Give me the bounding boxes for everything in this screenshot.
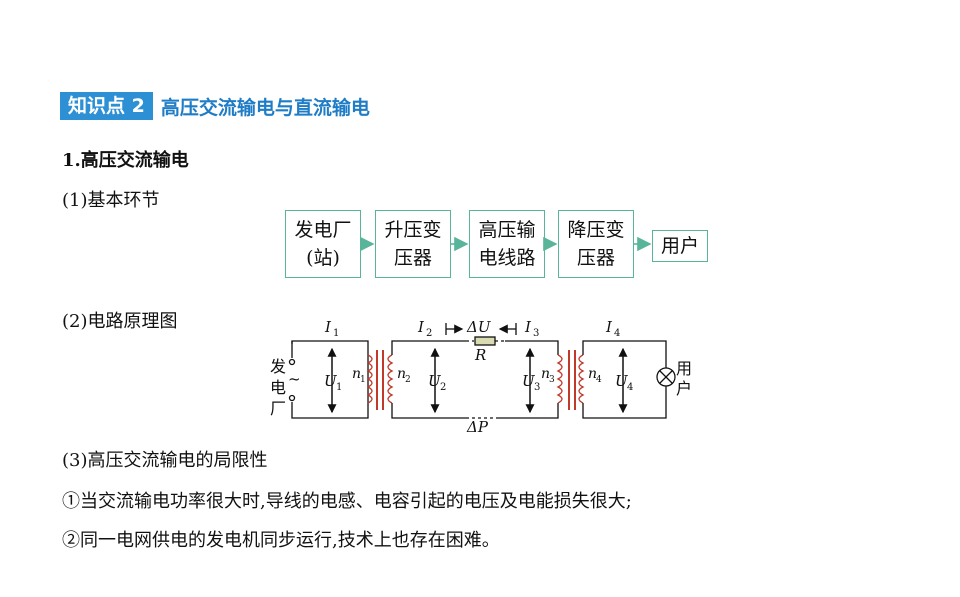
flow-step-user: 用户 <box>652 230 708 262</box>
coil-n2 <box>387 354 394 404</box>
coil-sub: 4 <box>596 375 602 385</box>
coil-n3 <box>556 354 563 404</box>
flow-step-line1: 高压输 <box>478 219 536 241</box>
limitation-note: ①当交流输电功率很大时,导线的电感、电容引起的电压及电能损失很大; <box>62 491 632 512</box>
current-label-i3: I <box>524 318 532 336</box>
limitation-note: ②同一电网供电的发电机同步运行,技术上也存在困难。 <box>62 530 500 551</box>
voltage-label-u1: U <box>324 372 338 390</box>
voltage-label-u2: U <box>428 372 442 390</box>
delta-p-label: ΔP <box>466 418 489 436</box>
coil-n4 <box>578 354 585 404</box>
flow-step-power-plant: 发电厂 (站) <box>285 210 361 278</box>
coil-n1 <box>366 354 373 404</box>
current-sub: 3 <box>533 328 539 339</box>
source-label-char: 发 <box>270 357 286 376</box>
source-label-char: 厂 <box>270 399 286 418</box>
circuit-diagram <box>288 323 676 419</box>
section-heading: 知识点 2 高压交流输电与直流输电 <box>60 92 370 120</box>
flow-step-line1: 用户 <box>660 235 699 257</box>
current-sub: 1 <box>333 328 339 339</box>
line-wire <box>391 403 466 419</box>
voltage-sub: 3 <box>534 382 540 393</box>
flow-step-line1: 升压变 <box>384 219 442 241</box>
current-label-i2: I <box>417 318 425 336</box>
coil-label-n1: n <box>352 366 361 382</box>
knowledge-point-badge: 知识点 2 <box>60 92 153 120</box>
flow-step-line2: 电线路 <box>478 247 536 269</box>
line-wire <box>391 340 466 355</box>
coil-label-n4: n <box>588 366 597 382</box>
coil-sub: 1 <box>360 375 366 385</box>
load-wire <box>582 386 667 419</box>
voltage-label-u3: U <box>522 372 536 390</box>
resistor-label: R <box>474 346 486 364</box>
load-label-char: 用 <box>676 359 692 378</box>
lamp-icon <box>656 367 676 387</box>
flow-step-line1: 发电厂 <box>294 219 352 241</box>
load-label-char: 户 <box>676 379 692 398</box>
current-label-i4: I <box>605 318 613 336</box>
coil-sub: 3 <box>549 375 555 385</box>
source-terminal <box>288 394 296 402</box>
delta-u-label: ΔU <box>466 318 492 336</box>
resistor-r <box>474 336 496 346</box>
current-label-i1: I <box>324 318 332 336</box>
section-title: 1.高压交流输电 <box>62 150 189 171</box>
line-wire <box>496 403 559 419</box>
flow-step-line2: 压器 <box>576 247 615 269</box>
voltage-label-u4: U <box>615 372 629 390</box>
coil-label-n3: n <box>541 366 550 382</box>
lamp-icon-cross <box>659 370 673 384</box>
load-wire <box>582 340 667 368</box>
line-wire <box>505 340 559 355</box>
flow-step-step-down-transformer: 降压变 压器 <box>558 210 634 278</box>
coil-label-n2: n <box>397 366 406 382</box>
sub-title-basic-steps: (1)基本环节 <box>62 190 160 211</box>
voltage-sub: 4 <box>627 382 633 393</box>
current-sub: 4 <box>614 328 620 339</box>
sub-title-limitations: (3)高压交流输电的局限性 <box>62 450 268 471</box>
coil-sub: 2 <box>405 375 411 385</box>
source-terminal <box>288 358 296 366</box>
circuit-labels: 发 电 厂 ~ I 1 I 2 I 3 I 4 U 1 U 2 U 3 U 4 … <box>270 318 692 436</box>
flow-step-transmission-line: 高压输 电线路 <box>469 210 545 278</box>
voltage-sub: 1 <box>336 382 342 393</box>
flow-step-line2: 压器 <box>393 247 432 269</box>
sub-title-circuit-diagram: (2)电路原理图 <box>62 311 178 332</box>
source-label-char: 电 <box>270 378 286 397</box>
ac-symbol: ~ <box>288 370 301 388</box>
flow-step-line1: 降压变 <box>567 219 625 241</box>
current-sub: 2 <box>426 328 432 339</box>
flow-step-step-up-transformer: 升压变 压器 <box>375 210 451 278</box>
voltage-sub: 2 <box>440 382 446 393</box>
flow-step-line2: (站) <box>306 247 340 269</box>
heading-title: 高压交流输电与直流输电 <box>160 96 370 119</box>
